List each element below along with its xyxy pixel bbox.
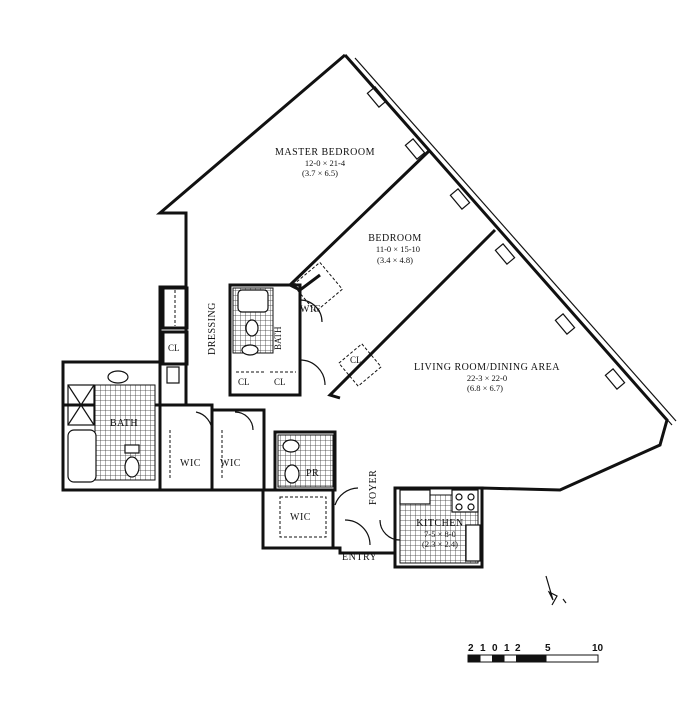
interior-walls bbox=[63, 148, 497, 569]
bedroom-name: BEDROOM bbox=[368, 233, 422, 244]
svg-text:CL: CL bbox=[168, 343, 180, 353]
svg-text:1: 1 bbox=[480, 643, 486, 654]
toilet2-icon bbox=[245, 319, 259, 337]
door-swings bbox=[195, 299, 401, 546]
svg-text:CL: CL bbox=[274, 377, 286, 387]
stove-icon bbox=[451, 489, 479, 513]
pr-toilet-icon bbox=[284, 464, 300, 484]
master-bedroom-dim-m: (3.7 × 6.5) bbox=[302, 168, 338, 178]
svg-text:1: 1 bbox=[504, 643, 510, 654]
sink-icon bbox=[107, 370, 129, 384]
bath2-label: BATH bbox=[273, 326, 283, 350]
bathtub-icon bbox=[67, 429, 97, 483]
svg-text:0: 0 bbox=[492, 643, 498, 654]
svg-text:CL: CL bbox=[350, 355, 362, 365]
closet-labels: CL CL CL CL bbox=[168, 343, 362, 387]
bath-label: BATH bbox=[110, 418, 138, 429]
living-dim-m: (6.8 × 6.7) bbox=[467, 383, 503, 393]
entry-label: ENTRY bbox=[342, 552, 377, 563]
wic-foyer-label: WIC bbox=[290, 512, 311, 523]
svg-text:CL: CL bbox=[238, 377, 250, 387]
svg-text:2: 2 bbox=[515, 643, 521, 654]
fixtures bbox=[67, 289, 481, 562]
pr-label: PR bbox=[306, 468, 319, 479]
wic-mid-label: WIC bbox=[220, 458, 241, 469]
kitchen-name: KITCHEN bbox=[416, 518, 463, 529]
svg-text:10: 10 bbox=[592, 643, 604, 654]
sink2-icon bbox=[241, 344, 259, 356]
living-name: LIVING ROOM/DINING AREA bbox=[414, 362, 560, 373]
master-bedroom-dim-ft: 12-0 × 21-4 bbox=[305, 158, 346, 168]
bath-tile-floor bbox=[94, 384, 156, 481]
pr-sink-icon bbox=[282, 439, 300, 453]
scale-bar: 2 1 0 1 2 5 10 bbox=[467, 643, 604, 663]
living-dim-ft: 22-3 × 22-0 bbox=[467, 373, 507, 383]
toilet-icon bbox=[124, 456, 140, 478]
tub-icon bbox=[237, 289, 269, 313]
wic-bedroom-label: WIC bbox=[300, 304, 321, 315]
svg-text:5: 5 bbox=[545, 643, 551, 654]
master-bedroom-name: MASTER BEDROOM bbox=[275, 147, 375, 158]
kitchen-dim-ft: 7-5 × 8-0 bbox=[424, 529, 456, 539]
kitchen-dim-m: (2.3 × 2.4) bbox=[422, 539, 458, 549]
dressing-label: DRESSING bbox=[207, 302, 218, 355]
bedroom-dim-ft: 11-0 × 15-10 bbox=[376, 244, 420, 254]
foyer-label: FOYER bbox=[368, 470, 379, 505]
wic-left-label: WIC bbox=[180, 458, 201, 469]
svg-text:2: 2 bbox=[468, 643, 474, 654]
closet-rods bbox=[169, 261, 382, 538]
bedroom-dim-m: (3.4 × 4.8) bbox=[377, 255, 413, 265]
north-arrow-icon bbox=[545, 575, 567, 606]
